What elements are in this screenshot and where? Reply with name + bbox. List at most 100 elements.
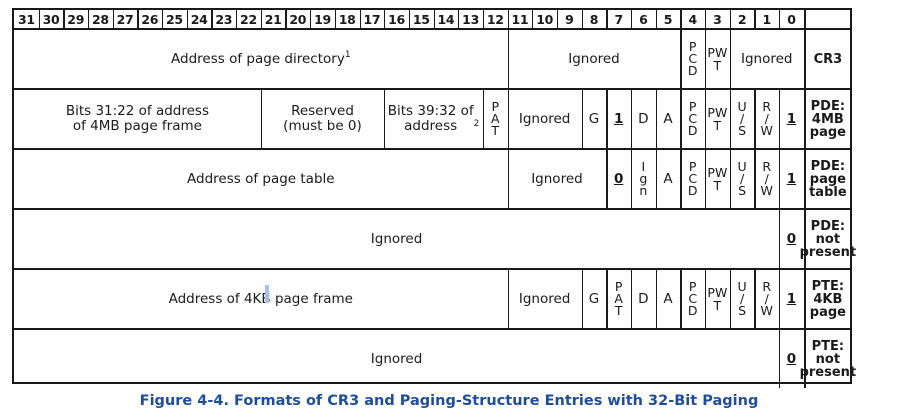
field-pw-t: PW T (705, 90, 730, 148)
field-text: PW T (707, 165, 728, 193)
field-ignored: Ignored (14, 210, 779, 268)
field-text: 1 (786, 170, 797, 187)
row-divider (14, 268, 850, 270)
field-u-s: U / S (730, 90, 755, 148)
field-text: G (588, 110, 600, 127)
bit-number-1: 1 (762, 11, 772, 27)
field-ignored: Ignored (14, 330, 779, 388)
column-divider (779, 268, 781, 328)
field-text: Ignored (568, 50, 620, 67)
field-p-a-t: P A T (606, 270, 631, 328)
column-divider (754, 10, 756, 28)
column-divider (705, 28, 707, 88)
field-1: 1 (779, 150, 804, 208)
row-divider (14, 328, 850, 330)
field-0: 0 (606, 150, 631, 208)
column-divider (680, 148, 682, 208)
column-divider (705, 88, 707, 148)
column-divider (236, 10, 238, 28)
column-divider (310, 10, 312, 28)
field-text: U / S (737, 279, 747, 318)
entry-type-label: PDE: 4MB page (809, 98, 846, 140)
bit-number-6: 6 (639, 11, 648, 27)
field-text: P C D (687, 279, 698, 318)
column-divider (680, 268, 682, 328)
column-divider (680, 10, 682, 28)
column-divider (803, 10, 806, 388)
field-g: G (582, 90, 607, 148)
bit-number-30: 30 (42, 11, 60, 27)
column-divider (631, 88, 633, 148)
field-pw-t: PW T (705, 30, 730, 88)
field-text: 0 (786, 230, 797, 247)
column-divider (260, 88, 262, 148)
field-text: D (638, 290, 649, 307)
entry-type-label: PDE: page table (809, 158, 847, 200)
bit-number-17: 17 (363, 11, 381, 27)
column-divider (655, 268, 657, 328)
field-text: A (663, 290, 673, 307)
bit-number-18: 18 (338, 11, 356, 27)
field-text: Ignored (370, 230, 423, 247)
bit-number-15: 15 (412, 11, 430, 27)
field-text: A (663, 170, 673, 187)
field-text: R / W (760, 159, 773, 198)
field-text: Ignored (531, 170, 583, 187)
column-divider (705, 268, 707, 328)
field-text: PW T (707, 45, 728, 73)
column-divider (482, 10, 485, 28)
field-text: U / S (737, 99, 747, 138)
column-divider (729, 28, 731, 88)
column-divider (507, 28, 509, 88)
column-divider (556, 10, 559, 28)
field-text: P C D (687, 99, 698, 138)
column-divider (631, 148, 633, 208)
field-address-of-4kb-page-frame: Address of 4KB page frame (14, 270, 508, 328)
bit-number-24: 24 (190, 11, 208, 27)
column-divider (408, 10, 411, 28)
field-a: A (656, 270, 681, 328)
field-text: P C D (687, 159, 698, 198)
field-0: 0 (779, 330, 804, 388)
field-pw-t: PW T (705, 270, 730, 328)
bit-number-25: 25 (166, 11, 183, 27)
field-reserved-must-be-0: Reserved (must be 0) (261, 90, 384, 148)
field-text: 1 (786, 290, 797, 307)
bit-number-10: 10 (536, 11, 553, 27)
bit-number-9: 9 (565, 11, 574, 27)
column-divider (384, 88, 386, 148)
column-divider (507, 148, 509, 208)
field-d: D (631, 270, 656, 328)
column-divider (507, 88, 509, 148)
column-divider (779, 328, 781, 388)
column-divider (63, 10, 65, 28)
row-divider (14, 88, 850, 90)
column-divider (606, 10, 608, 28)
field-text: Address of page directory (171, 50, 345, 67)
column-divider (606, 148, 608, 208)
column-divider (606, 268, 608, 328)
bit-number-22: 22 (240, 11, 257, 27)
column-divider (729, 148, 731, 208)
field-r-w: R / W (754, 270, 779, 328)
column-divider (680, 28, 682, 88)
field-text: Ignored (370, 350, 423, 367)
field-address-of-page-table: Address of page table (14, 150, 508, 208)
column-divider (433, 10, 435, 28)
entry-type-label: PDE: not present (799, 218, 857, 260)
column-divider (186, 10, 188, 28)
bit-number-12: 12 (486, 11, 504, 27)
column-divider (754, 88, 756, 148)
column-divider (507, 10, 509, 28)
column-divider (532, 10, 534, 28)
column-divider (655, 10, 657, 28)
bit-number-23: 23 (215, 11, 233, 27)
field-text: Address of page table (187, 170, 335, 187)
column-divider (779, 148, 781, 208)
field-1: 1 (606, 90, 631, 148)
field-text: D (638, 110, 649, 127)
column-divider (507, 268, 509, 328)
field-text: 0 (613, 170, 624, 187)
